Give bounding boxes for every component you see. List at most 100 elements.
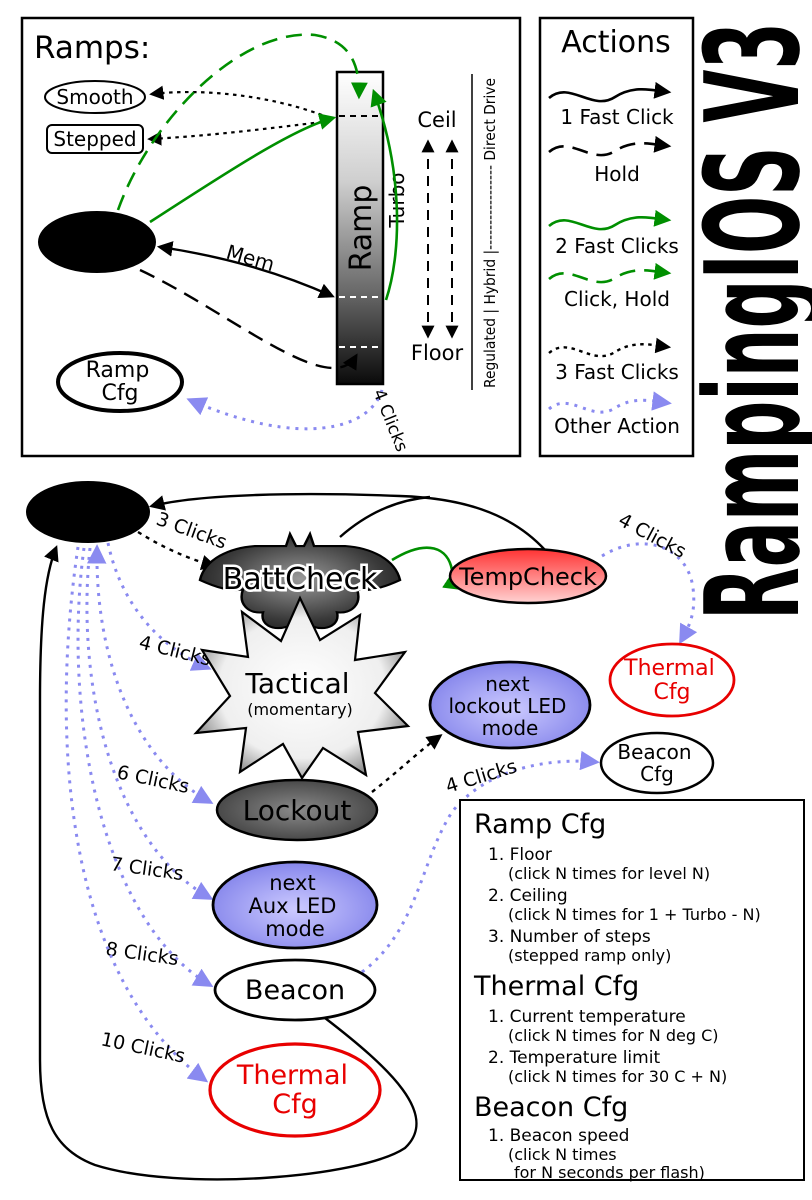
ramp-bar-label: Ramp (344, 185, 379, 272)
cfg-thermal-item1: 1. Current temperature (488, 1007, 686, 1027)
legend-arrow-3fastclicks (548, 337, 672, 358)
legend-label-clickhold: Click, Hold (564, 287, 670, 311)
ramps-off-label: OFF (64, 226, 131, 261)
legend-label-2fastclicks: 2 Fast Clicks (555, 234, 679, 258)
legend-label-hold: Hold (594, 162, 640, 186)
page-title: RampingIOS V3 (677, 22, 812, 620)
cfg-ramp-item2-desc: (click N times for 1 + Turbo - N) (508, 905, 761, 924)
edge-tempcheck-to-off (148, 492, 546, 551)
edge-off-lockout (86, 544, 214, 804)
thermal-cfg-right-label: Thermal Cfg (623, 656, 720, 705)
aux-led-line3: mode (265, 917, 325, 941)
edge-off-mem (156, 241, 335, 298)
cfg-ramp-item1: 1. Floor (488, 845, 552, 865)
cfg-box-border (459, 799, 805, 1181)
off-label: OFF (55, 496, 122, 531)
edge-off-thermalcfg (64, 546, 209, 1083)
beacon-cfg-label: Beacon Cfg (617, 740, 696, 786)
drive-scale-label: Regulated | Hybrid |----------------- Di… (481, 78, 499, 388)
smooth-node (44, 80, 146, 114)
edge-off-lockout-label: 6 Clicks (115, 761, 191, 798)
ramps-off-node (38, 211, 156, 273)
thermal-cfg-bottom-line1: Thermal (236, 1060, 348, 1091)
beacon-cfg-line1: Beacon (617, 740, 691, 764)
edge-beacon-to-off (38, 545, 418, 1181)
edge-off-auxled (85, 547, 214, 900)
tempcheck-node (448, 547, 608, 605)
stepped-node (46, 124, 144, 154)
tactical-label-line2: (momentary) (247, 700, 353, 719)
legend-arrow-otheraction (548, 391, 672, 414)
edge-beacon-beaconcfg-label: 4 Clicks (443, 755, 520, 797)
aux-led-node (211, 860, 379, 950)
aux-led-line1: next (269, 871, 316, 895)
edge-on-to-turbo (370, 88, 399, 301)
thermal-cfg-node-right (608, 642, 736, 718)
thermal-cfg-bottom-label: Thermal Cfg (236, 1060, 353, 1120)
beacon-cfg-line2: Cfg (640, 762, 674, 786)
cfg-thermal-item2: 2. Temperature limit (488, 1048, 660, 1068)
cfg-thermal-heading: Thermal Cfg (473, 971, 639, 1002)
cfg-thermal-item2-desc: (click N times for 30 C + N) (508, 1067, 727, 1086)
floor-label: Floor (411, 341, 464, 365)
lockout-led-label: next lockout LED mode (448, 672, 571, 740)
ramp-cfg-label: Ramp Cfg (86, 358, 155, 406)
cfg-ramp-heading: Ramp Cfg (474, 809, 606, 840)
ramps-panel-title: Ramps: (34, 30, 150, 66)
edge-off-to-ceil (149, 113, 337, 224)
lockout-node (215, 778, 379, 842)
ramp-bar (335, 70, 385, 386)
cfg-ramp-item3: 3. Number of steps (488, 927, 651, 947)
stepped-label: Stepped (53, 127, 136, 151)
edge-beacon-beaconcfg (361, 750, 600, 974)
edge-battcheck-tempcheck (391, 546, 461, 590)
beacon-node (213, 958, 377, 1022)
cfg-beacon-heading: Beacon Cfg (474, 1092, 628, 1123)
legend-arrow-1fastclick (548, 81, 672, 103)
legend-arrow-2fastclicks (548, 209, 672, 231)
edge-ramp-to-stepped (147, 120, 323, 146)
tactical-node (193, 595, 411, 781)
thermal-cfg-right-line2: Cfg (653, 680, 690, 705)
edge-ramp-to-smooth (149, 85, 323, 117)
cfg-ramp-item3-desc: (stepped ramp only) (508, 946, 671, 965)
legend-arrow-hold (548, 135, 672, 157)
aux-led-label: next Aux LED mode (248, 871, 341, 941)
beacon-cfg-node (599, 731, 715, 795)
edge-off-thermalcfg-label: 10 Clicks (99, 1028, 187, 1067)
cfg-beacon-item1-desc2: for N seconds per flash) (514, 1163, 705, 1182)
tempcheck-label: TempCheck (458, 563, 597, 591)
lockout-led-node (428, 660, 592, 750)
cfg-beacon-item1: 1. Beacon speed (488, 1126, 629, 1146)
aux-led-line2: Aux LED (248, 894, 336, 918)
beacon-label: Beacon (245, 975, 345, 1006)
ramps-panel: Ramps: Smooth Stepped Ramp Ceil Floor Tu… (20, 16, 522, 458)
edge-hold-to-floor (139, 268, 358, 371)
lockout-led-line3: mode (482, 716, 539, 740)
cfg-ramp-item2: 2. Ceiling (488, 886, 568, 906)
actions-panel-title: Actions (561, 25, 671, 60)
ceil-label: Ceil (417, 108, 456, 132)
ramp-cfg-label-line1: Ramp (86, 358, 150, 383)
lockout-led-line2: lockout LED (448, 694, 566, 718)
tactical-label-line1: Tactical (244, 667, 349, 700)
legend-label-1fastclick: 1 Fast Click (560, 105, 674, 129)
thermal-cfg-right-line1: Thermal (623, 656, 715, 681)
thermal-cfg-node-bottom (208, 1042, 382, 1138)
cfg-thermal-item1-desc: (click N times for N deg C) (508, 1026, 719, 1045)
edge-lockout-ledmode (371, 734, 443, 793)
edge-battcheck-to-off (339, 495, 431, 538)
off-node (26, 481, 150, 543)
legend-label-3fastclicks: 3 Fast Clicks (555, 360, 679, 384)
tactical-label: Tactical (momentary) (244, 667, 354, 719)
battcheck-label: BattCheck (223, 562, 378, 597)
ramp-cfg-node (56, 351, 184, 413)
legend-arrow-clickhold (548, 262, 672, 284)
thermal-cfg-bottom-line2: Cfg (272, 1089, 318, 1120)
lockout-led-line1: next (485, 672, 529, 696)
battcheck-node (198, 530, 402, 635)
edge-clickhold-to-ramp (116, 33, 368, 211)
lockout-label: Lockout (243, 794, 352, 827)
